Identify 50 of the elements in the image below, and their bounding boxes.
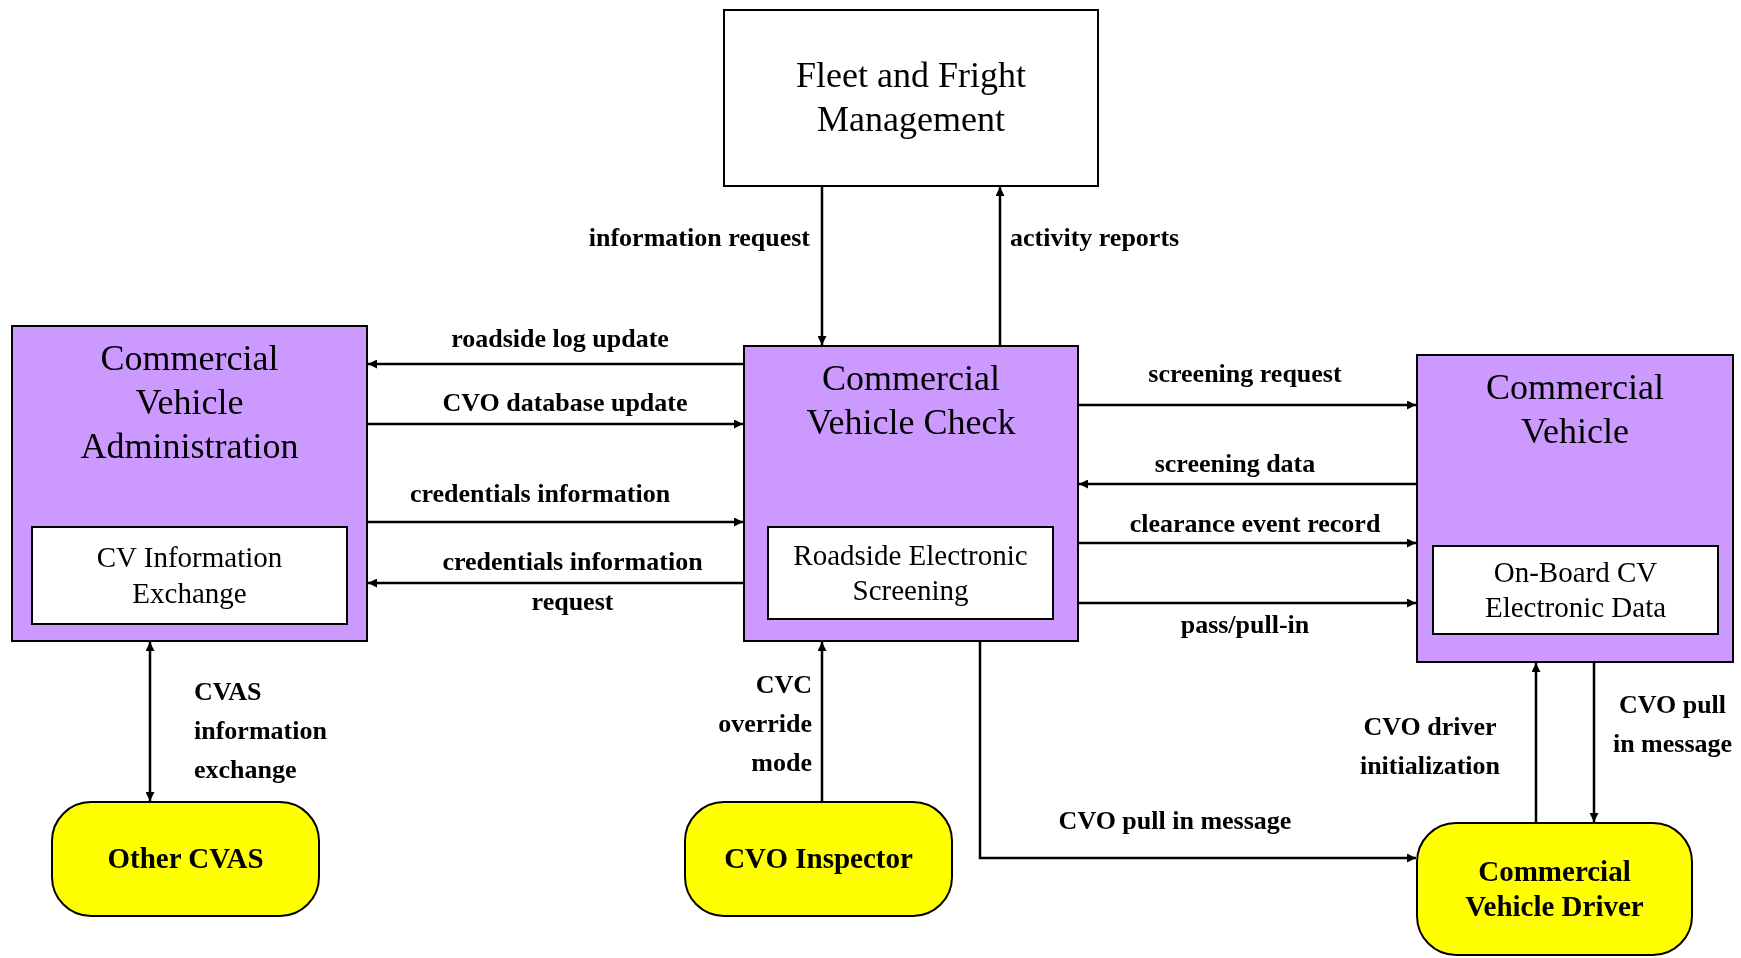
edge-label: screening data — [1153, 448, 1317, 480]
edge-label: screening request — [1147, 358, 1343, 390]
subsystem-box — [31, 526, 348, 625]
arrow — [368, 517, 743, 527]
node-title: Other CVAS — [107, 841, 264, 877]
arrow — [817, 187, 827, 345]
arrow — [368, 419, 743, 429]
node-title: Commercial Vehicle — [1485, 366, 1665, 453]
node-title: On-Board CV Electronic Data — [1483, 554, 1668, 625]
node-title: Commercial Vehicle Check — [805, 357, 1017, 444]
terminator-box — [684, 801, 953, 917]
arrow — [368, 578, 743, 588]
arrow — [1079, 400, 1416, 410]
edge-label: credentials information — [408, 478, 672, 510]
edge-label: pass/pull-in — [1179, 609, 1311, 641]
edge-label: activity reports — [1010, 222, 1181, 254]
edge-label: CVO pull in message — [1057, 805, 1293, 837]
edge-label: information request — [587, 222, 810, 254]
arrow — [145, 642, 155, 801]
subsystem-box — [767, 526, 1054, 620]
edge-label: clearance event record — [1128, 508, 1382, 540]
arrow — [978, 642, 1416, 863]
node-title: Fleet and Fright Management — [795, 54, 1027, 141]
node-title: CVO Inspector — [724, 841, 913, 877]
system-box — [743, 345, 1079, 642]
subsystem-box — [1432, 545, 1719, 635]
arrow — [995, 187, 1005, 345]
terminator-box — [51, 801, 320, 917]
edge-label: roadside log update — [450, 323, 670, 355]
arrow — [817, 642, 827, 801]
edge-label: CVO driver initialization — [1358, 711, 1502, 782]
terminator-box — [1416, 822, 1693, 956]
node-title: Commercial Vehicle Administration — [79, 337, 300, 468]
process-box — [723, 9, 1099, 187]
edge-label: CVAS information exchange — [194, 676, 328, 786]
arrow — [1079, 538, 1416, 548]
edge-label: CVO pull in message — [1611, 689, 1734, 760]
arrow — [1079, 479, 1416, 489]
arrow — [1079, 598, 1416, 608]
node-title: Commercial Vehicle Driver — [1464, 853, 1645, 924]
arrow — [1589, 663, 1599, 822]
arrow — [368, 359, 743, 369]
edge-label: CVO database update — [441, 387, 689, 419]
system-box — [11, 325, 368, 642]
edge-label: CVC override mode — [717, 669, 812, 779]
system-box — [1416, 354, 1734, 663]
node-title: CV Information Exchange — [95, 540, 284, 611]
arrow — [1531, 663, 1541, 822]
node-title: Roadside Electronic Screening — [792, 537, 1029, 608]
edge-label: credentials information request — [441, 546, 704, 619]
